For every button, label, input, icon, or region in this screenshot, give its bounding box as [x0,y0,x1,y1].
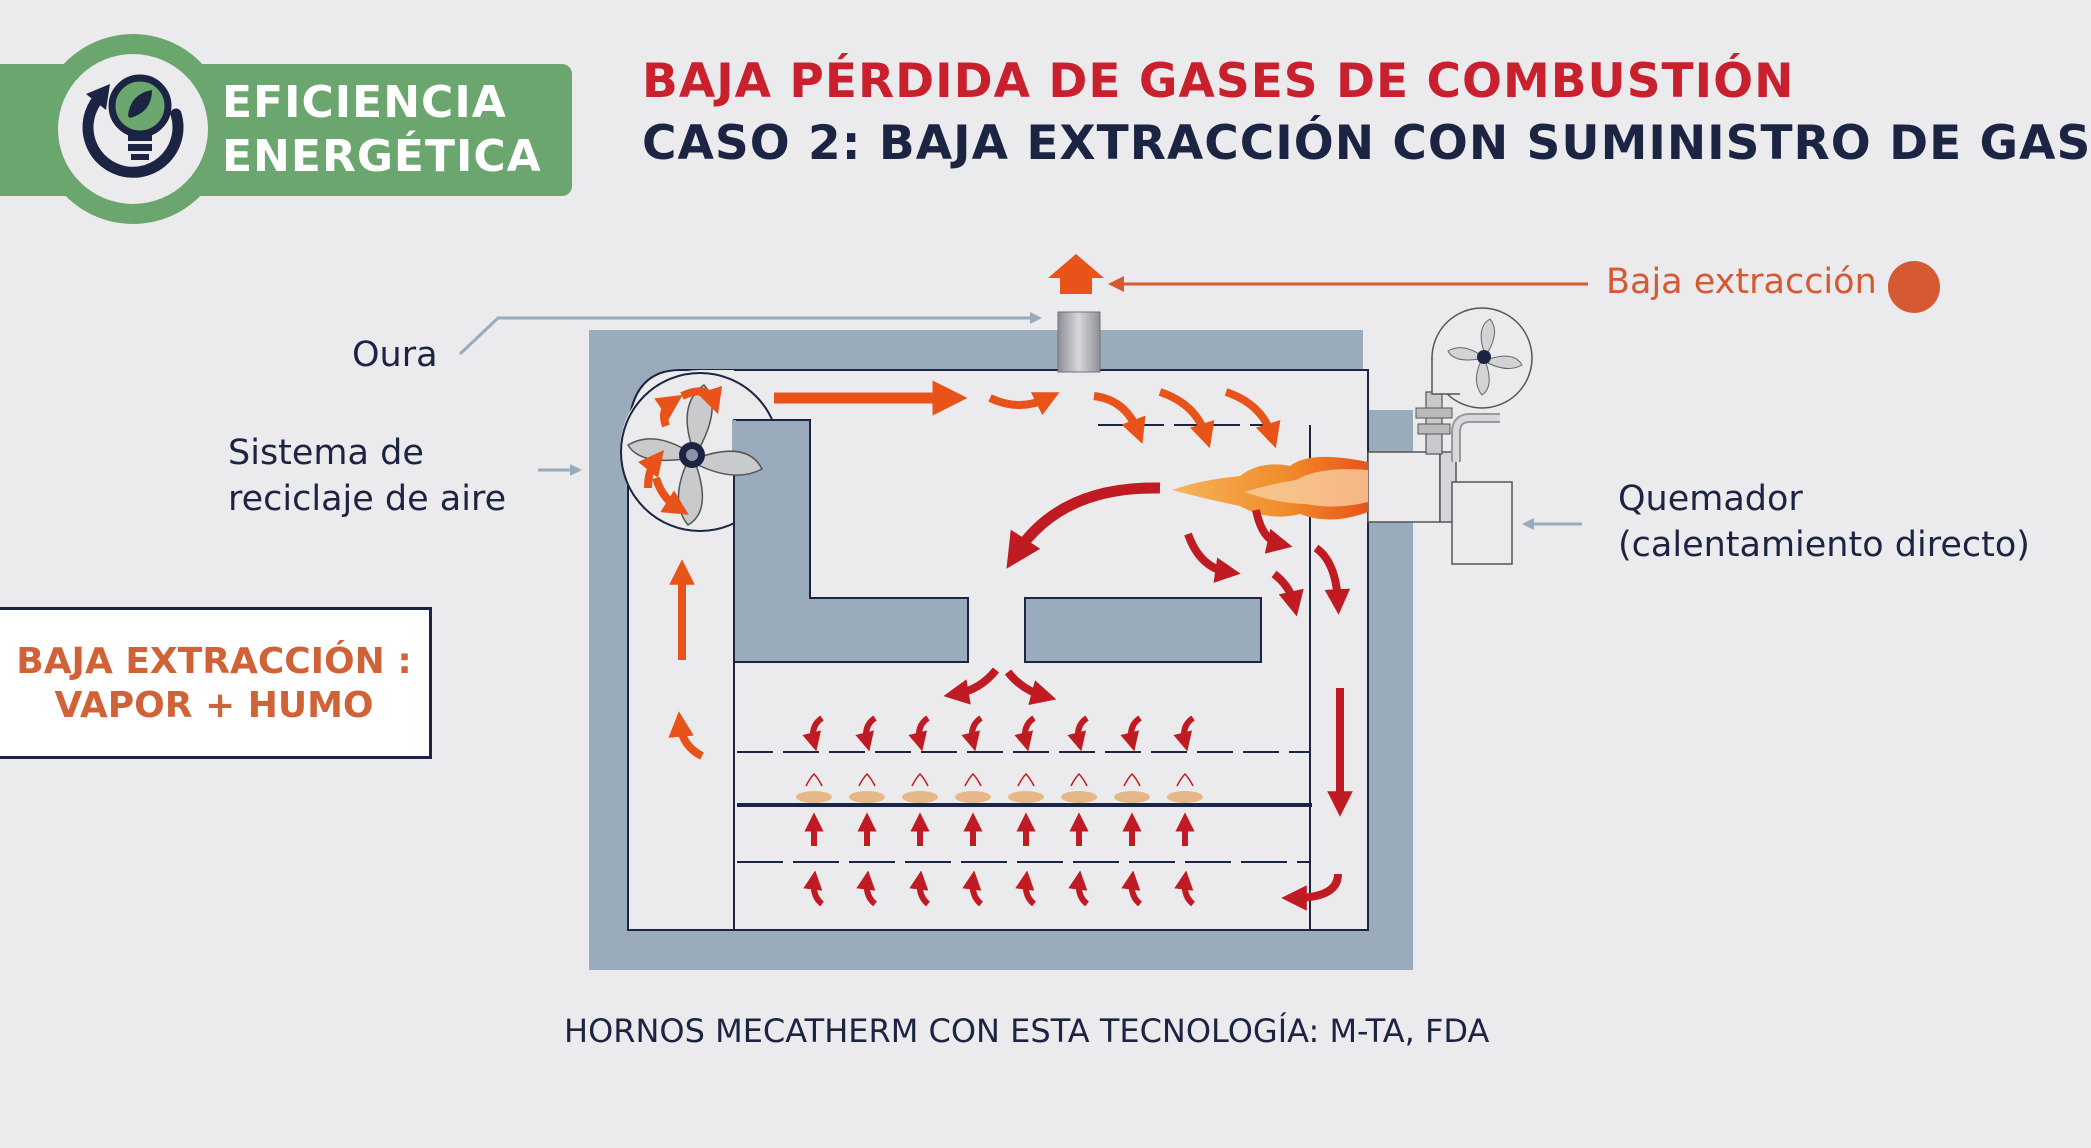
label-oura: Oura [352,335,438,375]
badge-title: EFICIENCIA ENERGÉTICA [222,76,562,184]
label-burner-line-1: Quemador [1618,479,1803,519]
recirculation-arrows [638,380,1281,760]
page-title: BAJA PÉRDIDA DE GASES DE COMBUSTIÓN [642,54,1795,109]
oven-diagram [458,254,1940,970]
callout-line-1: BAJA EXTRACCIÓN : [16,641,412,682]
down-arrows [802,715,1195,752]
lightbulb-leaf-icon [82,74,184,178]
label-recycling-system: Sistema de reciclaje de aire [228,430,506,522]
exhaust-arrow [1048,254,1104,294]
page-subtitle: CASO 2: BAJA EXTRACCIÓN CON SUMINISTRO D… [642,116,2091,171]
low-extraction-callout: BAJA EXTRACCIÓN : VAPOR + HUMO [0,607,432,759]
badge-line-1: EFICIENCIA [222,77,507,128]
steam-icons [805,772,1194,787]
hot-air-arrows [943,482,1353,911]
footer-note: HORNOS MECATHERM CON ESTA TECNOLOGÍA: M-… [564,1012,1490,1050]
oven-chamber [627,369,1369,931]
label-recycling-line-1: Sistema de [228,433,424,473]
dough-products [796,772,1203,803]
label-low-extraction: Baja extracción [1606,262,1877,302]
chimney [1057,311,1101,373]
badge-inner [58,54,208,204]
label-recycling-line-2: reciclaje de aire [228,479,507,519]
burner-assembly [1367,307,1533,565]
oura-pointer [458,312,1042,356]
label-burner: Quemador (calentamiento directo) [1618,476,2030,568]
up-arrows [804,812,1195,846]
lower-curl-arrows [803,870,1196,907]
label-burner-line-2: (calentamiento directo) [1618,525,2030,565]
inner-duct-right [1024,597,1262,663]
blower-fan-icon [1447,318,1523,396]
callout-text: BAJA EXTRACCIÓN : VAPOR + HUMO [0,640,429,728]
callout-line-2: VAPOR + HUMO [54,685,374,726]
flame-icon [1172,456,1368,520]
badge-line-2: ENERGÉTICA [222,131,542,182]
orange-dot-icon [1888,261,1940,313]
